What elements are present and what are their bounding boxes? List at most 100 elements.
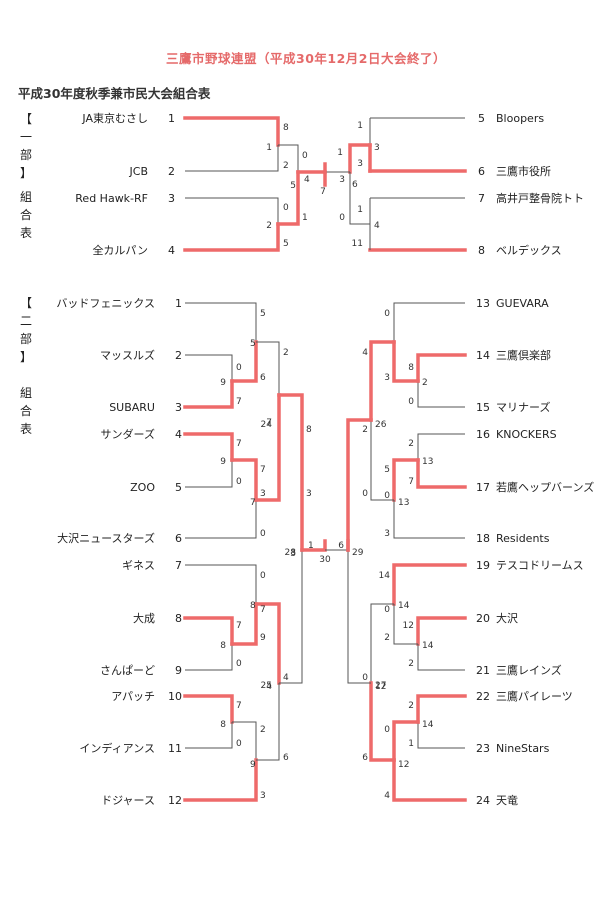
team-name: 三鷹パイレーツ [496, 689, 573, 703]
score-label: 7 [236, 701, 242, 711]
score-label: 4 [283, 673, 289, 683]
score-label: 2 [422, 378, 428, 388]
score-label: 0 [236, 739, 242, 749]
score-label: 4 [266, 682, 272, 692]
score-label: 2 [408, 439, 414, 449]
score-label: 12 [375, 682, 386, 692]
team-name: KNOCKERS [496, 428, 557, 441]
score-label: 14 [398, 601, 410, 611]
score-label: 5 [283, 239, 289, 249]
score-label: 9 [220, 457, 226, 467]
bracket-line [370, 603, 394, 683]
bracket-line [346, 418, 373, 552]
score-label: 2 [266, 221, 272, 231]
team-name: ギネス [122, 559, 155, 572]
match-number: 30 [319, 555, 331, 565]
score-label: 14 [422, 720, 434, 730]
score-label: 3 [357, 159, 363, 169]
score-label: 12 [403, 621, 414, 631]
score-label: 0 [362, 489, 368, 499]
team-seed: 8 [175, 612, 182, 625]
team-name: ZOO [130, 481, 155, 494]
team-seed: 2 [168, 165, 175, 178]
team-name: SUBARU [109, 401, 155, 414]
score-label: 5 [384, 465, 390, 475]
score-label: 9 [250, 760, 256, 770]
bracket-line [185, 145, 279, 172]
score-label: 0 [362, 673, 368, 683]
team-seed: 8 [478, 244, 485, 257]
score-label: 3 [260, 489, 266, 499]
team-seed: 21 [476, 664, 490, 677]
score-label: 7 [266, 418, 272, 428]
bracket-line [278, 144, 299, 172]
team-seed: 12 [168, 794, 182, 807]
team-seed: 9 [175, 664, 182, 677]
bracket-line [256, 683, 280, 761]
division-2-label: 【 二 部 】 組 合 表 [19, 296, 32, 436]
bracket-line [254, 602, 281, 685]
bracket-line [393, 302, 465, 342]
team-seed: 4 [168, 244, 175, 257]
score-label: 0 [384, 605, 390, 615]
team-name: NineStars [496, 742, 550, 755]
bracket-line [393, 500, 465, 539]
score-label: 0 [236, 363, 242, 373]
match-number: 26 [375, 420, 387, 430]
score-label: 2 [408, 701, 414, 711]
bracket-line [416, 353, 467, 383]
team-seed: 4 [175, 428, 182, 441]
score-label: 7 [250, 498, 256, 508]
match-number: 29 [352, 548, 364, 558]
score-label: 14 [422, 641, 434, 651]
team-name: さんぱーど [100, 664, 155, 677]
team-seed: 20 [476, 612, 490, 625]
team-name: アパッチ [111, 690, 155, 703]
bracket-line [183, 222, 280, 252]
score-label: 8 [220, 641, 226, 651]
team-name: 高井戸整骨院トト [496, 191, 584, 205]
score-label: 0 [339, 213, 345, 223]
score-label: 2 [384, 633, 390, 643]
team-seed: 16 [476, 428, 490, 441]
bracket-line [416, 616, 467, 646]
bracket-line [348, 143, 372, 174]
match-number: 28 [285, 548, 297, 558]
score-label: 6 [352, 180, 358, 190]
score-label: 5 [290, 181, 296, 191]
bracket-line [417, 381, 465, 408]
bracket-line [230, 458, 258, 502]
team-seed: 7 [175, 559, 182, 572]
score-label: 1 [337, 148, 343, 158]
score-label: 8 [220, 720, 226, 730]
bracket-line [392, 720, 420, 762]
bracket-line [392, 458, 420, 502]
bracket-line [183, 694, 234, 724]
bracket-line [369, 340, 396, 422]
bracket-line [183, 432, 234, 462]
score-label: 0 [283, 203, 289, 213]
score-label: 0 [384, 725, 390, 735]
bracket-line [370, 420, 394, 501]
score-label: 6 [260, 373, 266, 383]
score-label: 7 [236, 621, 242, 631]
score-label: 1 [408, 739, 414, 749]
bracket-line [183, 379, 234, 409]
team-seed: 5 [478, 112, 485, 125]
score-label: 6 [362, 753, 368, 763]
score-label: 4 [374, 221, 380, 231]
score-label: 0 [260, 529, 266, 539]
score-label: 1 [357, 205, 363, 215]
bracket-line [417, 722, 465, 749]
score-label: 2 [362, 425, 368, 435]
team-seed: 15 [476, 401, 490, 414]
score-label: 13 [398, 498, 409, 508]
score-label: 7 [236, 439, 242, 449]
score-label: 3 [260, 791, 266, 801]
bracket-line [276, 170, 300, 226]
bracket-line [347, 550, 371, 684]
team-seed: 23 [476, 742, 490, 755]
bracket-line [185, 197, 279, 224]
team-name: Red Hawk-RF [75, 192, 148, 205]
